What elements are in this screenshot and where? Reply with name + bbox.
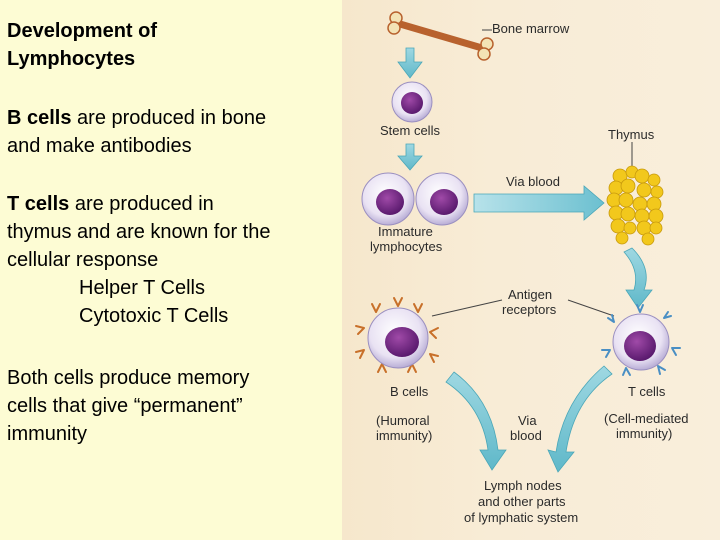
memory-text-1: Both cells produce memory — [7, 367, 250, 389]
b-cells-label: B cells — [390, 384, 429, 399]
thymus-label: Thymus — [608, 127, 655, 142]
arrow-right-icon — [473, 185, 605, 221]
b-cells-text-2: and make antibodies — [7, 135, 192, 157]
antigen-label-2: receptors — [502, 302, 557, 317]
t-cells-label: T cells — [628, 384, 666, 399]
t-cells-text-3: cellular response — [7, 249, 159, 271]
antigen-leader-right — [567, 299, 615, 317]
memory-text-3: immunity — [7, 423, 88, 445]
t-cells-term: T cells — [7, 193, 70, 215]
lymph-label-3: of lymphatic system — [464, 510, 578, 525]
arrow-down-icon — [397, 143, 423, 171]
arrow-down-icon — [397, 47, 423, 79]
memory-cells-paragraph: Both cells produce memory cells that giv… — [7, 364, 337, 448]
cytotoxic-t-cells-item: Cytotoxic T Cells — [79, 305, 229, 327]
b-cell — [355, 297, 439, 373]
antigen-label-1: Antigen — [508, 287, 552, 302]
stem-cells-label: Stem cells — [380, 123, 440, 138]
arrow-down-icon — [623, 247, 653, 309]
title-line-2: Lymphocytes — [7, 48, 136, 70]
lymph-label-2: and other parts — [478, 494, 566, 509]
blood-label: blood — [510, 428, 542, 443]
cell-mediated-label-1: (Cell-mediated — [604, 411, 689, 426]
b-cells-term: B cells — [7, 107, 72, 129]
immature-label-1: Immature — [378, 224, 433, 239]
lymph-label-1: Lymph nodes — [484, 478, 562, 493]
memory-text-2: cells that give “permanent” — [7, 395, 243, 417]
humoral-label-2: immunity) — [376, 428, 432, 443]
helper-t-cells-item: Helper T Cells — [79, 277, 205, 299]
t-cells-paragraph: T cells are produced in thymus and are k… — [7, 190, 337, 330]
text-panel — [0, 0, 342, 540]
title-line-1: Development of — [7, 20, 158, 42]
antigen-leader-left — [431, 299, 503, 317]
bone-icon — [387, 11, 494, 61]
cell-mediated-label-2: immunity) — [616, 426, 672, 441]
slide-title: Development of Lymphocytes — [7, 17, 157, 73]
humoral-label-1: (Humoral — [376, 413, 430, 428]
immature-lymphocyte-cell — [361, 172, 415, 226]
t-cells-text-2: thymus and are known for the — [7, 221, 271, 243]
immature-label-2: lymphocytes — [370, 239, 443, 254]
stem-cell — [391, 81, 433, 123]
lymphocyte-development-diagram: Bone marrow Stem cells Immature lymphocy… — [355, 11, 689, 525]
arrow-curved-icon — [547, 365, 613, 473]
b-cells-text-1: are produced in bone — [71, 107, 267, 129]
t-cells-text-1: are produced in — [69, 193, 214, 215]
immature-lymphocyte-cell — [415, 172, 469, 226]
via-label: Via — [518, 413, 537, 428]
thymus-icon — [606, 165, 664, 246]
via-blood-label: Via blood — [506, 174, 560, 189]
t-cell — [601, 304, 681, 376]
arrow-curved-icon — [445, 371, 507, 471]
b-cells-paragraph: B cells are produced in bone and make an… — [7, 104, 266, 160]
bone-marrow-label: Bone marrow — [492, 21, 570, 36]
